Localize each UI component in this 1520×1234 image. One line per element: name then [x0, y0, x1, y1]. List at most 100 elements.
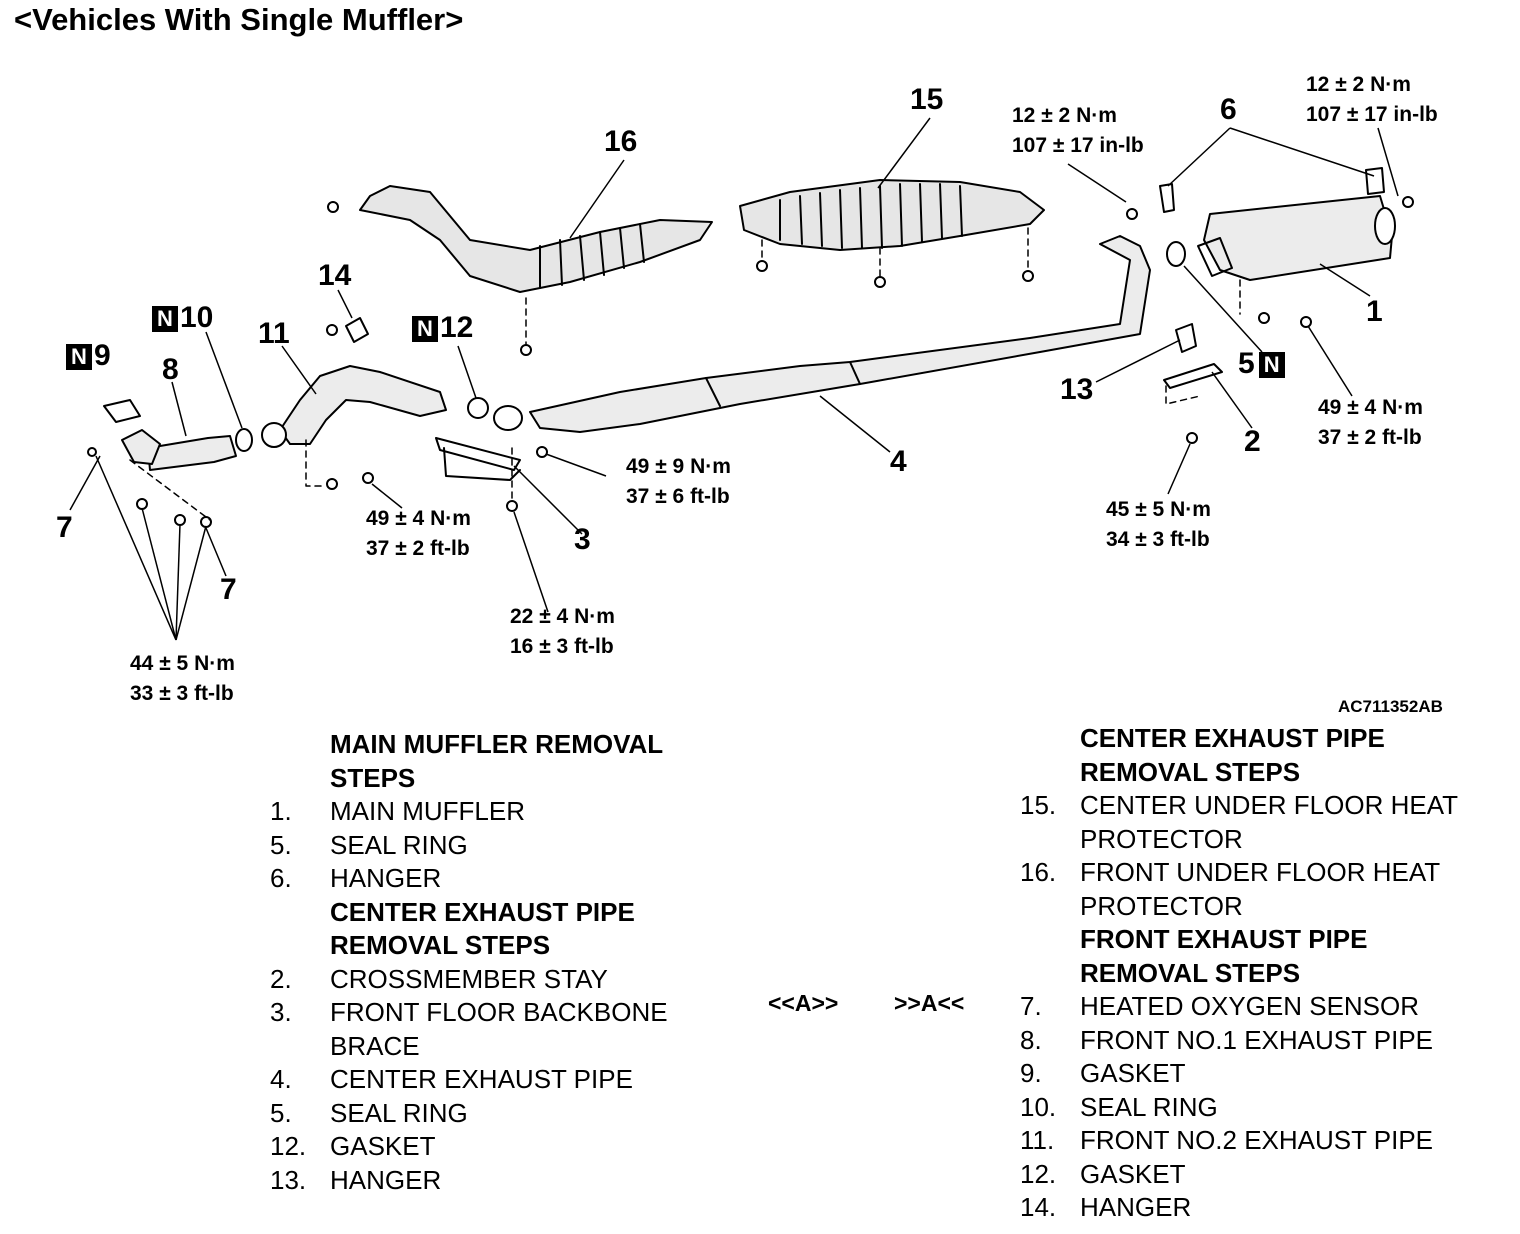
hanger-6: [1159, 167, 1385, 213]
step-number: [270, 762, 330, 796]
step-heading: REMOVAL STEPS: [1080, 756, 1301, 787]
step-heading: FRONT EXHAUST PIPE: [1080, 924, 1368, 954]
step-row: 6.HANGER: [270, 862, 668, 896]
step-text: FRONT UNDER FLOOR HEAT: [1080, 857, 1441, 887]
step-number: 9.: [1020, 1058, 1042, 1088]
callout-11: 11: [258, 317, 290, 350]
step-row: REMOVAL STEPS: [1020, 957, 1458, 991]
step-number: 11.: [1020, 1125, 1055, 1155]
n-mark-icon: N: [1258, 352, 1285, 379]
step-number: 12.: [1020, 1158, 1057, 1189]
callout-2: 2: [1244, 425, 1261, 458]
step-heading: CENTER EXHAUST PIPE: [330, 896, 635, 927]
callout-14: 14: [318, 259, 352, 292]
step-number: 8.: [1020, 1024, 1042, 1055]
step-row: 5.SEAL RING: [270, 1097, 668, 1131]
callout-16: 16: [604, 125, 638, 158]
step-row: 12. GASKET: [1020, 1158, 1458, 1192]
hanger-14: [345, 317, 369, 343]
callout-13: 13: [1060, 373, 1094, 406]
step-heading: STEPS: [330, 762, 416, 793]
step-text: CROSSMEMBER STAY: [330, 963, 608, 994]
step-number: 16.: [1020, 857, 1057, 887]
mark-left: <<A>>: [768, 990, 839, 1016]
step-text: HANGER: [330, 863, 442, 893]
step-row: PROTECTOR: [1020, 823, 1458, 857]
step-number: [1020, 890, 1080, 924]
step-row: PROTECTOR: [1020, 890, 1458, 924]
callout-6: 6: [1220, 93, 1237, 126]
step-text: HANGER: [1080, 1192, 1192, 1222]
step-row: 13.HANGER: [270, 1164, 668, 1198]
page-title: <Vehicles With Single Muffler>: [14, 2, 464, 37]
callout-15: 15: [910, 83, 944, 116]
figure-code: AC711352AB: [1338, 697, 1443, 716]
step-number: [1020, 756, 1080, 790]
step-number: 5.: [270, 1097, 292, 1128]
step-heading: MAIN MUFFLER REMOVAL: [330, 729, 664, 759]
step-text: GASKET: [1080, 1158, 1186, 1189]
step-row: 1.MAIN MUFFLER: [270, 795, 668, 829]
step-number: 2.: [270, 963, 292, 994]
exhaust-diagram: [69, 117, 1414, 641]
step-number: [270, 896, 330, 930]
crossmember-stay-2: [1163, 363, 1223, 389]
step-row: 14. HANGER: [1020, 1191, 1458, 1225]
step-row: 9.GASKET: [1020, 1057, 1458, 1091]
step-row: STEPS: [270, 762, 668, 796]
step-text: GASKET: [330, 1131, 436, 1161]
callout-3: 3: [574, 523, 591, 556]
callout-8: 8: [162, 353, 179, 386]
n-mark-icon: N: [412, 316, 438, 343]
step-row: 5.SEAL RING: [270, 829, 668, 863]
step-number: [270, 1030, 330, 1064]
step-number: [270, 728, 330, 762]
gasket-12: [467, 397, 489, 419]
step-text: CENTER UNDER FLOOR HEAT: [1080, 790, 1458, 820]
mark-right: >>A<<: [894, 990, 965, 1016]
step-text: CENTER EXHAUST PIPE: [330, 1064, 633, 1094]
step-text: HANGER: [330, 1164, 442, 1195]
step-number: [270, 929, 330, 963]
step-text: PROTECTOR: [1080, 890, 1243, 921]
step-row: 4. CENTER EXHAUST PIPE: [270, 1063, 668, 1097]
step-text: FRONT FLOOR BACKBONE: [330, 997, 668, 1027]
step-row: CENTER EXHAUST PIPE: [270, 896, 668, 930]
step-number: [1020, 923, 1080, 957]
step-row: 12.GASKET: [270, 1130, 668, 1164]
step-row: REMOVAL STEPS: [270, 929, 668, 963]
hanger-13: [1175, 323, 1197, 353]
front-no1-exhaust-pipe-8: [121, 429, 237, 471]
step-row: 8.FRONT NO.1 EXHAUST PIPE: [1020, 1024, 1458, 1058]
step-number: 14.: [1020, 1192, 1057, 1222]
step-number: [1020, 957, 1080, 991]
floor-brace-3: [435, 437, 521, 481]
callout-1: 1: [1366, 295, 1383, 328]
step-number: [1020, 823, 1080, 857]
seal-ring-5: [1166, 241, 1186, 267]
gasket-9: [103, 399, 141, 423]
step-number: 7.: [1020, 991, 1042, 1021]
step-row: 7.HEATED OXYGEN SENSOR: [1020, 990, 1458, 1024]
step-row: 3. FRONT FLOOR BACKBONE: [270, 996, 668, 1030]
step-text: PROTECTOR: [1080, 823, 1243, 854]
front-heat-protector-16: [359, 185, 713, 293]
step-number: [1020, 722, 1080, 756]
front-no2-exhaust-pipe-11: [261, 365, 447, 448]
callout-7: 7: [220, 573, 237, 606]
step-number: 4.: [270, 1064, 292, 1094]
step-text: SEAL RING: [330, 829, 468, 860]
step-number: 3.: [270, 997, 292, 1027]
center-exhaust-pipe-4: [493, 235, 1151, 433]
center-heat-protector-15: [739, 179, 1045, 251]
